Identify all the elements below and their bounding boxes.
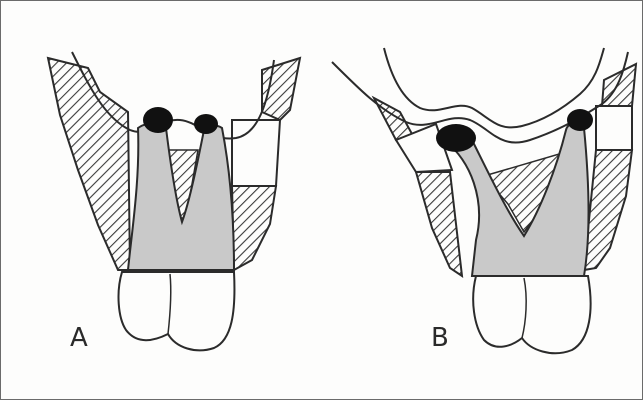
panel-b (332, 48, 636, 353)
tooth-crown-b (473, 276, 590, 353)
bone-right-upper-a (262, 58, 300, 120)
bone-right-b (584, 150, 632, 270)
root-apex-dot-distal-a (194, 114, 218, 134)
cortical-block-a (232, 120, 280, 186)
bone-left-upper-b (374, 98, 412, 140)
tooth-crown-a (119, 272, 235, 350)
panel-label-b: B (431, 325, 449, 351)
cortical-block-right-b (596, 106, 632, 150)
bone-left-lower-b (416, 172, 462, 276)
panel-label-a: A (70, 325, 88, 351)
panel-a (48, 52, 300, 350)
bone-right-lower-a (232, 186, 276, 270)
root-apex-dot-mesial-b (436, 124, 476, 152)
root-apex-dot-distal-b (567, 109, 593, 131)
root-apex-dot-mesial-a (143, 107, 173, 133)
bone-left-a (48, 58, 130, 270)
